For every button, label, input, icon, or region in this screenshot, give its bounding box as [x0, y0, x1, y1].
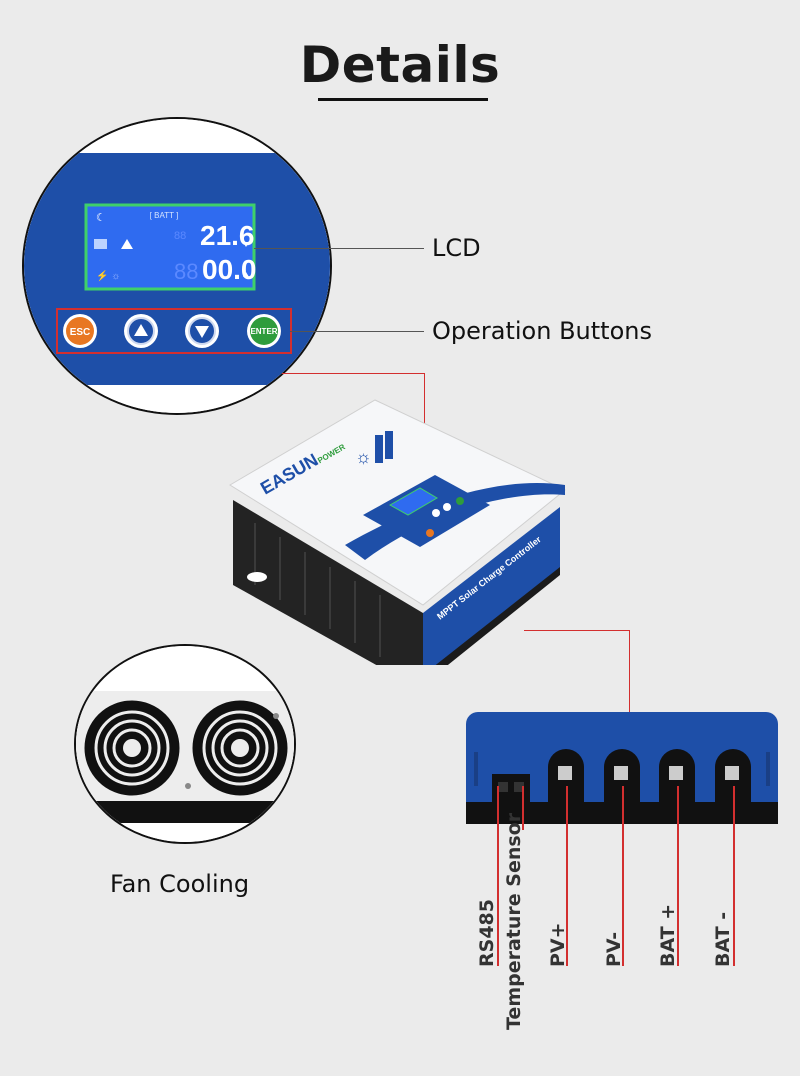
- down-arrow-icon: [195, 326, 209, 338]
- terminal-label-bat-plus: BAT +: [657, 903, 679, 967]
- fan-cooling-label: Fan Cooling: [110, 870, 250, 898]
- terminal-label-temp-sensor: Temperature Sensor: [503, 812, 525, 1030]
- bat-plus-terminal: [659, 749, 695, 804]
- pv-minus-leader: [622, 786, 624, 966]
- down-button: [185, 314, 219, 348]
- lcd-zoom-circle: [ BATT ] ☾ 88 21.6 88 00.0 ⚡ ☼ ESC: [22, 117, 332, 415]
- up-button: [124, 314, 158, 348]
- temp-sensor-leader: [522, 786, 524, 830]
- esc-button: ESC: [63, 314, 97, 348]
- terminal-label-pv-plus: PV+: [547, 922, 569, 967]
- fan-left-icon: [84, 700, 180, 796]
- lcd-zoom-graphic: [ BATT ] ☾ 88 21.6 88 00.0 ⚡ ☼ ESC: [24, 119, 330, 413]
- pv-plus-terminal: [548, 749, 584, 804]
- lcd-unit-marker-1: [243, 242, 249, 247]
- lcd-label: LCD: [432, 234, 481, 262]
- enter-button-label: ENTER: [250, 327, 277, 336]
- lcd-current: 00.0: [202, 254, 257, 285]
- fan-graphic: [76, 646, 294, 842]
- fan-right-icon: [192, 700, 288, 796]
- lcd-side-icons: ⚡ ☼: [96, 269, 120, 282]
- warning-icon: [121, 239, 133, 249]
- terminal-label-pv-minus: PV-: [603, 931, 625, 967]
- moon-icon: ☾: [96, 212, 106, 224]
- rs485-leader: [497, 786, 499, 966]
- lcd-unit-marker-2: [243, 272, 249, 277]
- buttons-label: Operation Buttons: [432, 317, 652, 345]
- terminal-label-rs485: RS485: [476, 899, 498, 967]
- pv-minus-terminal: [604, 749, 640, 804]
- fan-zoom-circle: [74, 644, 296, 844]
- lcd-leader-line: [254, 248, 424, 249]
- lcd-ghost-top: 88: [174, 230, 186, 242]
- page-title: Details: [299, 36, 501, 94]
- terminal-connector-v: [629, 630, 630, 714]
- enter-button: ENTER: [247, 314, 281, 348]
- bat-minus-terminal: [715, 749, 751, 804]
- sun-icon: ☼: [355, 447, 372, 467]
- up-arrow-icon: [134, 324, 148, 336]
- terminal-connector-h: [524, 630, 630, 631]
- pv-plus-leader: [566, 786, 568, 966]
- terminal-label-bat-minus: BAT -: [712, 911, 734, 967]
- lcd-connector-h: [282, 373, 425, 374]
- esc-button-label: ESC: [70, 327, 91, 338]
- title-underline: [318, 98, 488, 101]
- solar-panel-icon: [375, 431, 393, 463]
- bat-plus-leader: [677, 786, 679, 966]
- charge-controller-device: ☼ EASUNPOWER MPPT Solar Charge Controlle…: [229, 399, 566, 665]
- lcd-screen: [84, 203, 256, 291]
- lcd-ghost-bottom: 88: [174, 259, 198, 284]
- terminal-strip: [466, 712, 778, 824]
- lcd-batt-tag: [ BATT ]: [150, 211, 179, 220]
- buttons-leader-line: [290, 331, 424, 332]
- bat-minus-leader: [733, 786, 735, 966]
- battery-icon: [94, 239, 107, 249]
